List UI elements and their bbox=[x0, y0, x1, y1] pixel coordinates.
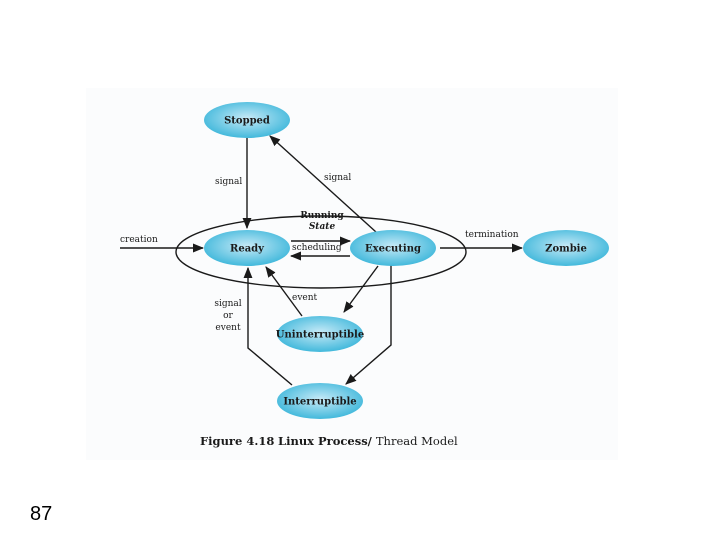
edge-label-creation: creation bbox=[120, 235, 158, 245]
state-interruptible: Interruptible bbox=[277, 383, 363, 419]
edge-label-scheduling: scheduling bbox=[292, 243, 342, 253]
state-zombie-label: Zombie bbox=[545, 244, 587, 255]
edge-label-signal-or-event-3: event bbox=[215, 323, 241, 333]
caption-title-bold: Linux Process/ bbox=[278, 434, 373, 448]
state-zombie: Zombie bbox=[523, 230, 609, 266]
running-state-group bbox=[175, 215, 467, 289]
edge-uninterruptible-to-ready bbox=[265, 266, 303, 317]
edge-executing-to-stopped bbox=[269, 135, 377, 233]
caption-figure-number: Figure 4.18 bbox=[200, 434, 274, 448]
state-stopped: Stopped bbox=[204, 102, 290, 138]
state-stopped-label: Stopped bbox=[224, 116, 270, 127]
caption-title-rest: Thread Model bbox=[376, 434, 458, 448]
edge-label-termination: termination bbox=[465, 230, 519, 240]
edge-executing-to-interruptible bbox=[345, 265, 392, 385]
edge-label-signal-left: signal bbox=[215, 177, 242, 187]
state-executing: Executing bbox=[350, 230, 436, 266]
running-state-label-line1: Running bbox=[300, 211, 344, 221]
page-number: 87 bbox=[30, 503, 53, 525]
edge-label-event: event bbox=[292, 293, 318, 303]
edge-interruptible-to-ready bbox=[243, 266, 293, 386]
state-ready: Ready bbox=[204, 230, 290, 266]
state-uninterruptible: Uninterruptible bbox=[276, 316, 364, 352]
running-state-label-line2: State bbox=[309, 222, 336, 232]
figure-caption: Figure 4.18 Linux Process/ Thread Model bbox=[200, 432, 458, 449]
edge-label-signal-right: signal bbox=[324, 173, 351, 183]
edge-label-signal-or-event-2: or bbox=[223, 311, 233, 321]
state-interruptible-label: Interruptible bbox=[283, 397, 356, 408]
edge-executing-to-uninterruptible bbox=[343, 265, 379, 313]
edge-label-signal-or-event-1: signal bbox=[214, 299, 241, 309]
state-ready-label: Ready bbox=[230, 244, 265, 255]
state-executing-label: Executing bbox=[365, 244, 421, 255]
state-uninterruptible-label: Uninterruptible bbox=[276, 330, 364, 341]
